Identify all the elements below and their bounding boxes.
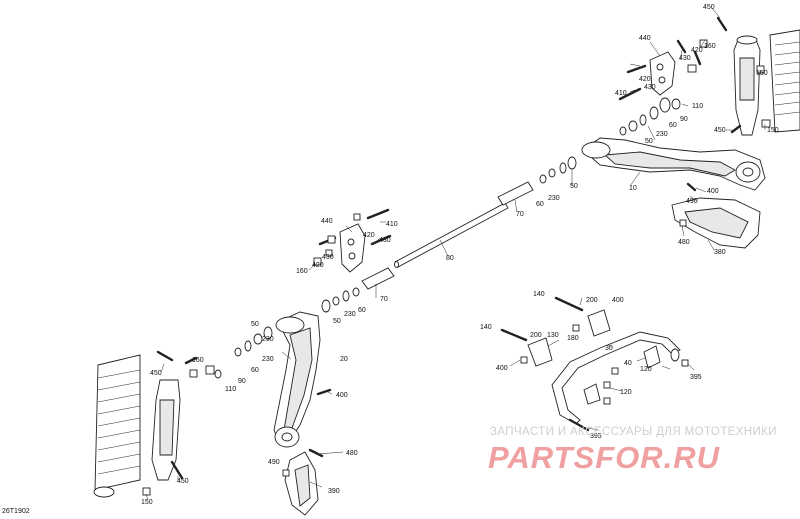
label-90-top: 90	[680, 116, 688, 123]
label-60-arm: 60	[251, 367, 259, 374]
label-420-top: 420	[691, 47, 703, 54]
label-380: 380	[714, 249, 726, 256]
label-200-b: 200	[530, 332, 542, 339]
label-420-left: 420	[363, 232, 375, 239]
label-390: 390	[328, 488, 340, 495]
label-150-left: 150	[141, 499, 153, 506]
label-50-left: 50	[333, 318, 341, 325]
label-140-a: 140	[533, 291, 545, 298]
label-410-left: 410	[386, 221, 398, 228]
label-490-left: 490	[268, 459, 280, 466]
label-420-left-b: 420	[312, 262, 324, 269]
skid-plate-380	[671, 182, 761, 249]
label-70-left: 70	[380, 296, 388, 303]
bracket-left-440	[313, 208, 392, 273]
label-110-left: 110	[225, 386, 236, 393]
label-150-right-1: 150	[756, 70, 768, 77]
skid-plate-390	[282, 448, 324, 516]
label-395-b: 395	[590, 433, 602, 440]
label-50-mid: 50	[570, 183, 578, 190]
label-160-left: 160	[296, 268, 308, 275]
label-230-left: 230	[344, 311, 356, 318]
label-120-b: 120	[620, 389, 632, 396]
label-180: 180	[567, 335, 579, 342]
watermark-tagline: ЗАПЧАСТИ И АКСЕССУАРЫ ДЛЯ МОТОТЕХНИКИ	[490, 426, 777, 438]
sway-links	[500, 296, 689, 405]
diagram-code: 26T1902	[2, 508, 30, 515]
label-230-arm: 230	[262, 356, 274, 363]
label-50-top: 50	[645, 138, 653, 145]
sway-bar-30	[551, 331, 681, 432]
label-150-right-2: 150	[767, 127, 779, 134]
label-130: 130	[547, 332, 559, 339]
label-30: 30	[605, 345, 613, 352]
label-230-arm-a: 230	[262, 336, 274, 343]
label-110-top: 110	[692, 103, 703, 110]
label-400-left: 400	[336, 392, 348, 399]
label-120-a: 120	[640, 366, 652, 373]
label-400-a: 400	[612, 297, 624, 304]
label-450-left: 450	[150, 370, 162, 377]
label-60-left: 60	[358, 307, 366, 314]
label-90-left: 90	[238, 378, 246, 385]
watermark-logo: PARTSFOR.RU	[488, 440, 721, 475]
label-430-top-b: 430	[644, 84, 656, 91]
label-160-left-2: 160	[192, 357, 204, 364]
bushing-set-top	[497, 97, 681, 206]
label-410-top: 410	[615, 90, 627, 97]
shock-right	[730, 29, 800, 136]
label-70-top: 70	[516, 211, 524, 218]
label-480-top: 480	[678, 239, 690, 246]
label-40: 40	[624, 360, 632, 367]
label-200-a: 200	[586, 297, 598, 304]
shock-left	[93, 354, 198, 498]
label-400-b: 400	[496, 365, 508, 372]
label-420-top-b: 420	[639, 76, 651, 83]
label-395-a: 395	[690, 374, 702, 381]
leader-lines	[145, 7, 766, 501]
label-440-top: 440	[639, 35, 651, 42]
label-140-b: 140	[480, 324, 492, 331]
callout-labels: 450 440 160 420 430 420 430 410 150 110 …	[141, 4, 779, 506]
label-230-mid: 230	[548, 195, 560, 202]
label-440-left: 440	[321, 218, 333, 225]
label-60-top: 60	[669, 122, 677, 129]
label-60-mid: 60	[536, 201, 544, 208]
spacer-70-left	[321, 267, 395, 313]
sway-shaft-80	[394, 202, 509, 268]
label-20: 20	[340, 356, 348, 363]
label-450-top: 450	[703, 4, 715, 11]
bracket-top-440	[618, 16, 728, 101]
label-480-left: 480	[346, 450, 358, 457]
label-400-top: 400	[707, 188, 719, 195]
label-430-top: 430	[679, 55, 691, 62]
label-450-bot: 450	[177, 478, 189, 485]
a-arm-20	[273, 311, 321, 448]
label-490-top: 490	[686, 198, 698, 205]
label-50-arm: 50	[251, 321, 259, 328]
label-80: 80	[446, 255, 454, 262]
label-160-top: 160	[704, 43, 716, 50]
label-430-left: 430	[379, 237, 391, 244]
label-450-right-2: 450	[714, 127, 726, 134]
label-430-left-b: 430	[322, 254, 334, 261]
label-230-top: 230	[656, 131, 668, 138]
a-arm-10	[581, 137, 766, 191]
bushing-set-left	[156, 326, 332, 396]
label-10: 10	[629, 185, 637, 192]
